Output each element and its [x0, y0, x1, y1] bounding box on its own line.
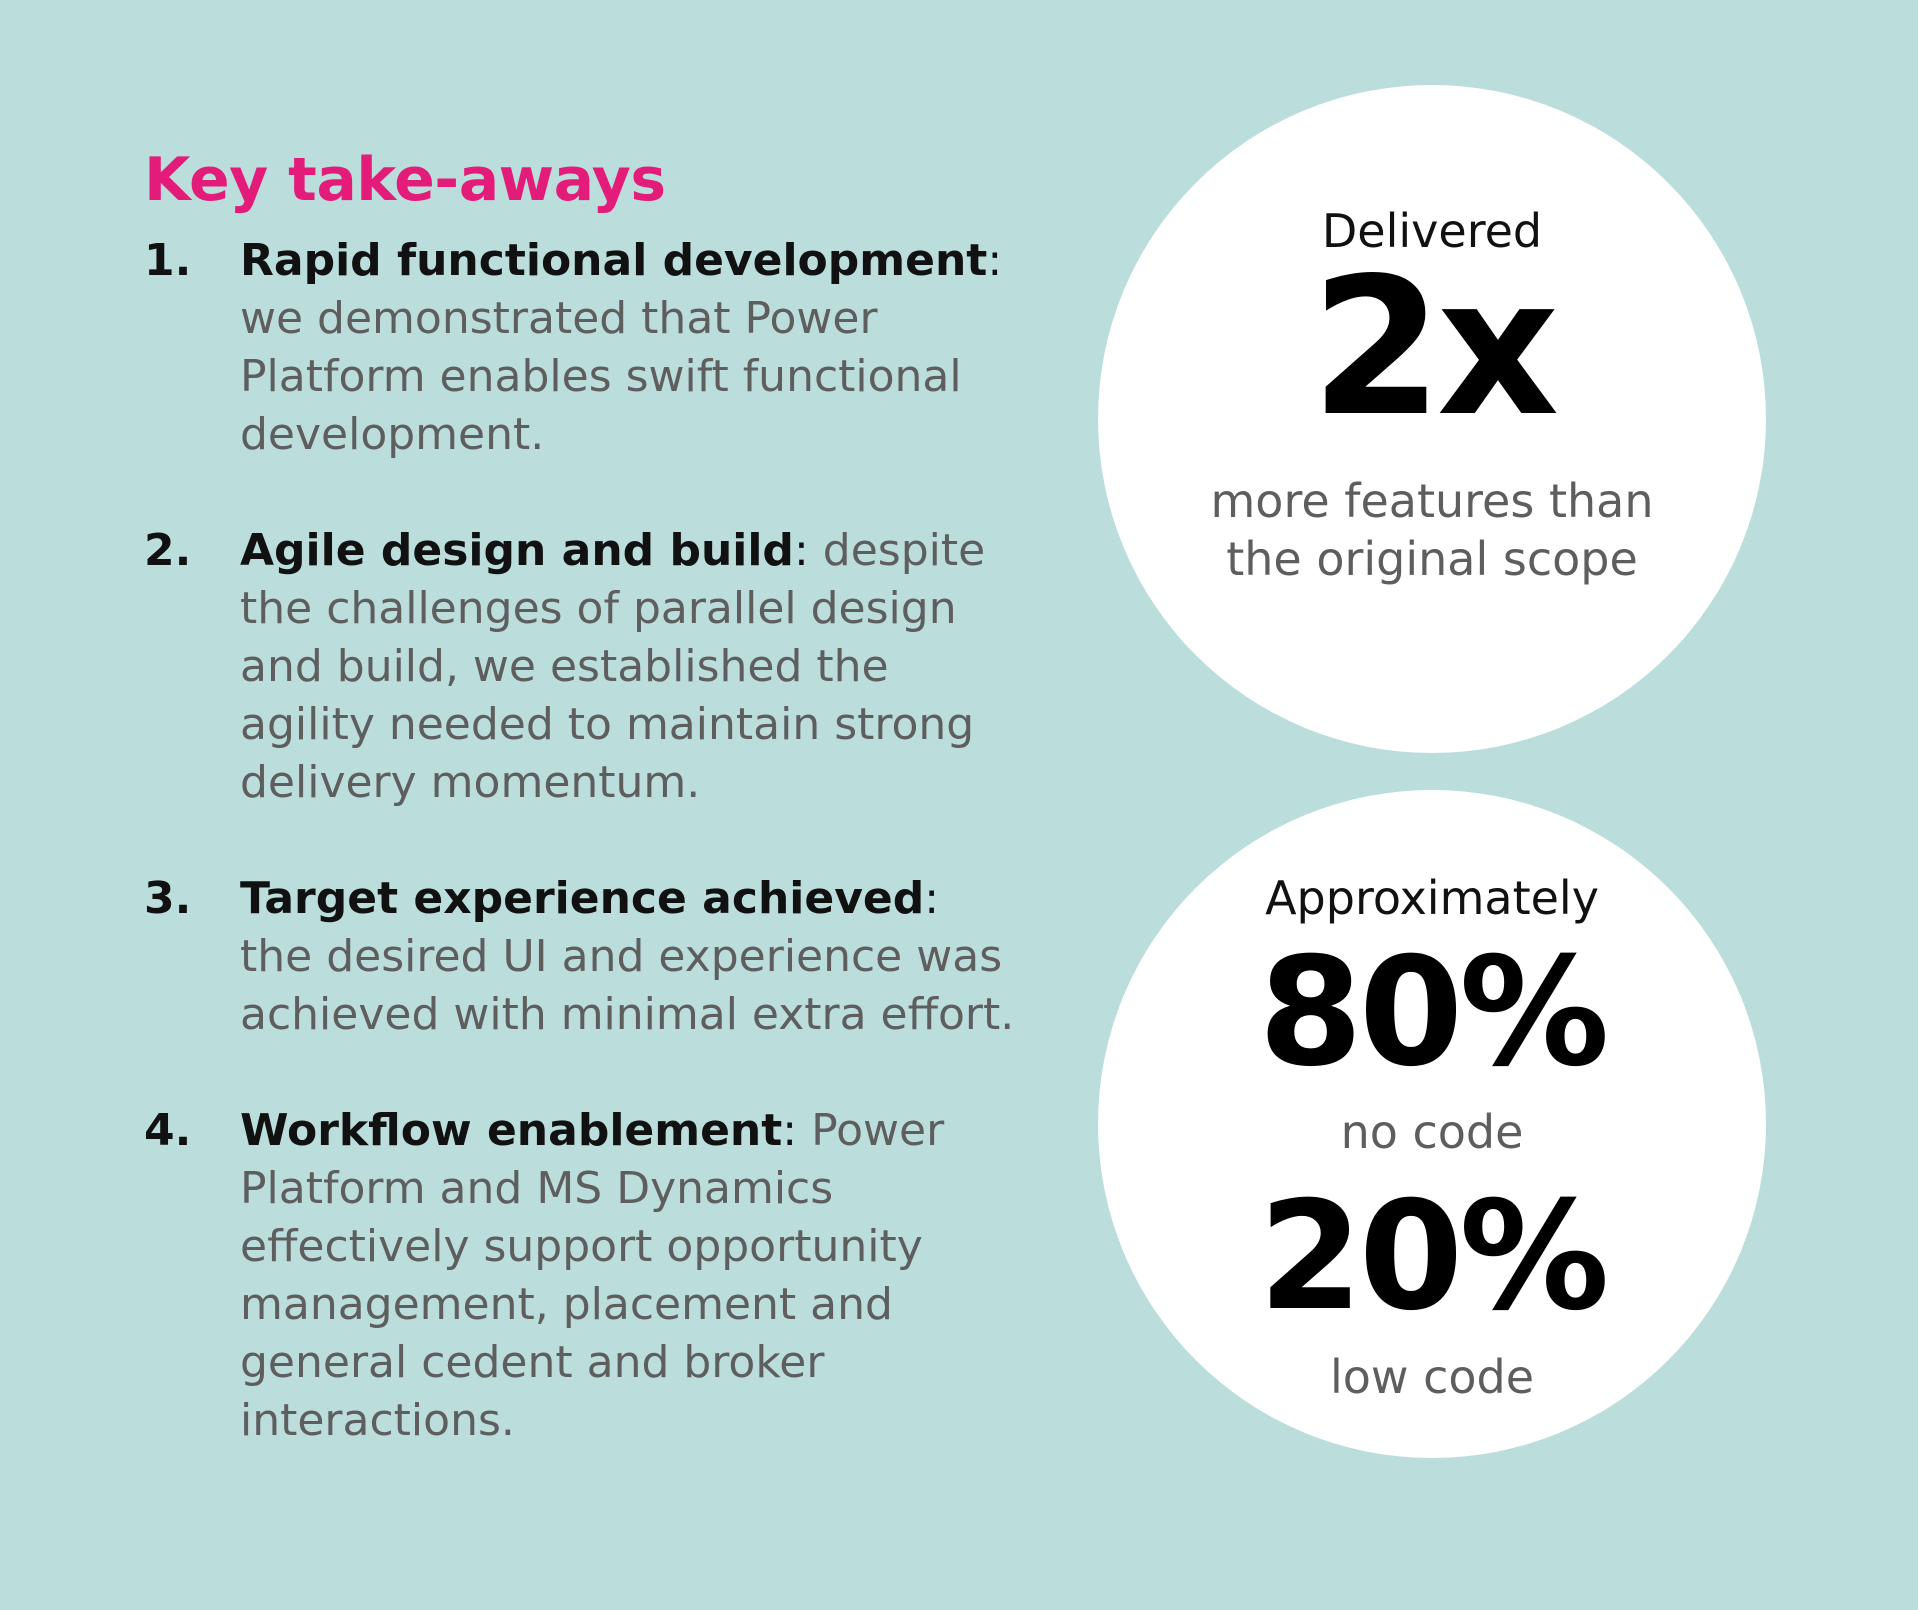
no-code-percentage: 80% [1258, 926, 1609, 1100]
features-stat-description-line: the original scope [1226, 532, 1638, 586]
list-item: 4. Workflow enablement: Power Platform a… [144, 1102, 1044, 1450]
item-text: the desired UI and experience was achiev… [240, 931, 1015, 1040]
item-text: despite the challenges of parallel desig… [240, 525, 986, 808]
low-code-caption: low code [1329, 1350, 1535, 1404]
takeaways-panel: Key take-aways 1. Rapid functional devel… [144, 140, 1044, 1508]
item-number: 2. [144, 525, 192, 576]
features-stat-description: more features than the original scope [1098, 472, 1766, 588]
item-separator: : [987, 235, 1003, 286]
item-title: Agile design and build [240, 525, 794, 576]
no-code-caption: no code [1340, 1105, 1524, 1159]
features-stat-label: Delivered [1321, 204, 1543, 258]
item-body: Rapid functional development: we demonst… [240, 232, 1020, 464]
list-item: 1. Rapid functional development: we demo… [144, 232, 1044, 464]
list-item: 3. Target experience achieved: the desir… [144, 870, 1044, 1044]
code-stat-label: Approximately [1265, 871, 1599, 925]
features-stat-value: 2x [1310, 237, 1560, 458]
low-code-percentage: 20% [1258, 1170, 1609, 1344]
item-separator: : [782, 1105, 798, 1156]
item-body: Workflow enablement: Power Platform and … [240, 1102, 1020, 1450]
item-text: we demonstrated that Power Platform enab… [240, 293, 962, 460]
item-title: Target experience achieved [240, 873, 925, 924]
page-title: Key take-aways [144, 145, 666, 215]
takeaways-list: 1. Rapid functional development: we demo… [144, 232, 1044, 1450]
item-number: 4. [144, 1105, 192, 1156]
item-text: Power Platform and MS Dynamics effective… [240, 1105, 945, 1446]
features-stat-circle: Delivered 2x more features than the orig… [1098, 85, 1766, 753]
item-separator: : [793, 525, 809, 576]
code-stat-circle: Approximately 80% no code 20% low code [1098, 790, 1766, 1458]
item-number: 3. [144, 873, 192, 924]
item-separator: : [924, 873, 940, 924]
item-body: Agile design and build: despite the chal… [240, 522, 1020, 812]
item-body: Target experience achieved: the desired … [240, 870, 1020, 1044]
item-number: 1. [144, 235, 192, 286]
features-stat-description-line: more features than [1210, 474, 1654, 528]
list-item: 2. Agile design and build: despite the c… [144, 522, 1044, 812]
item-title: Workflow enablement [240, 1105, 783, 1156]
item-title: Rapid functional development [240, 235, 988, 286]
